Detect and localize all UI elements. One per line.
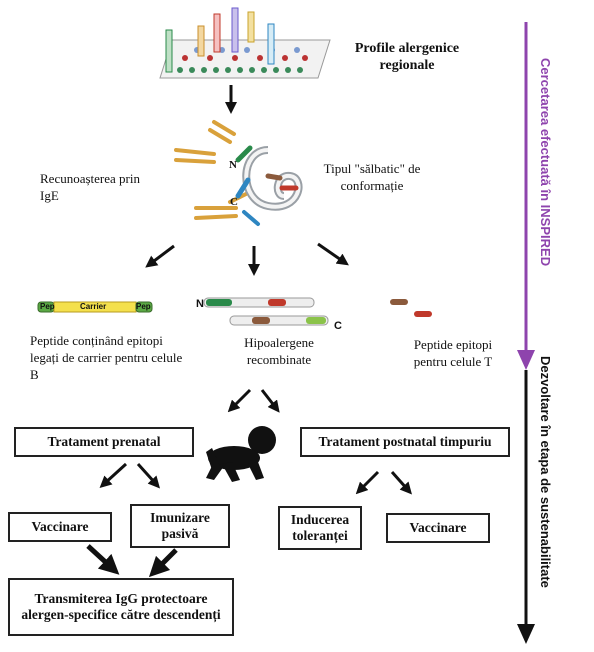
ige-antibody-icon bbox=[174, 120, 303, 226]
c-terminus-label: C bbox=[230, 196, 238, 208]
arrow-to-peptide-b bbox=[145, 244, 175, 268]
transmiterea-box: Transmiterea IgG protectoare alergen-spe… bbox=[8, 578, 234, 636]
arrow-postnatal-right bbox=[390, 471, 412, 495]
carrier-pep-right-label: Pep bbox=[136, 302, 151, 311]
arrow-prenatal-left bbox=[99, 462, 128, 489]
imunizare-box: Imunizare pasivă bbox=[130, 504, 230, 548]
wild-type-label: Tipul "sălbatic" de conformație bbox=[323, 161, 421, 193]
microarray-plate-icon bbox=[159, 7, 331, 79]
hypo-n-label: N bbox=[196, 298, 204, 310]
hypoallergen-strands-icon bbox=[203, 297, 329, 326]
arrow-postnatal-left bbox=[355, 470, 380, 495]
carrier-pep-left-label: Pep bbox=[40, 302, 55, 311]
carrier-label: Carrier bbox=[80, 302, 107, 311]
inducerea-box: Inducerea toleranței bbox=[278, 506, 362, 550]
arrow-to-peptide-t bbox=[317, 242, 349, 266]
t-cell-peptides-icon bbox=[390, 299, 432, 317]
ige-label: Recunoașterea prin IgE bbox=[40, 171, 140, 203]
top-label: Profile alergenice regionale bbox=[354, 41, 460, 73]
infant-silhouette-icon bbox=[206, 426, 276, 482]
arrow-prenatal-right bbox=[136, 462, 161, 489]
n-terminus-label: N bbox=[229, 159, 237, 171]
arrow-vaccinare-to-transmit bbox=[86, 544, 120, 575]
postnatal-treatment-box: Tratament postnatal timpuriu bbox=[300, 427, 510, 457]
research-side-label: Cercetarea efectuată în INSPIRED bbox=[538, 58, 553, 267]
arrow-hypo-left bbox=[227, 388, 252, 413]
vaccinare-left-box: Vaccinare bbox=[8, 512, 112, 542]
prenatal-treatment-box: Tratament prenatal bbox=[14, 427, 194, 457]
arrow-hypo-right bbox=[260, 389, 280, 413]
peptide-t-label: Peptide epitopi pentru celule T bbox=[413, 337, 493, 369]
development-arrowhead bbox=[517, 624, 535, 644]
carrier-peptide-icon bbox=[37, 301, 153, 313]
hypo-c-label: C bbox=[334, 320, 342, 332]
arrow-imunizare-to-transmit bbox=[148, 548, 178, 578]
development-side-label: Dezvoltare în etapa de sustenabilitate bbox=[538, 356, 553, 588]
research-arrowhead bbox=[517, 350, 535, 370]
vaccinare-right-box: Vaccinare bbox=[386, 513, 490, 543]
hypoallergen-label: Hipoalergene recombinate bbox=[244, 335, 314, 367]
peptide-b-label: Peptide conținând epitopi legați de carr… bbox=[30, 333, 183, 382]
